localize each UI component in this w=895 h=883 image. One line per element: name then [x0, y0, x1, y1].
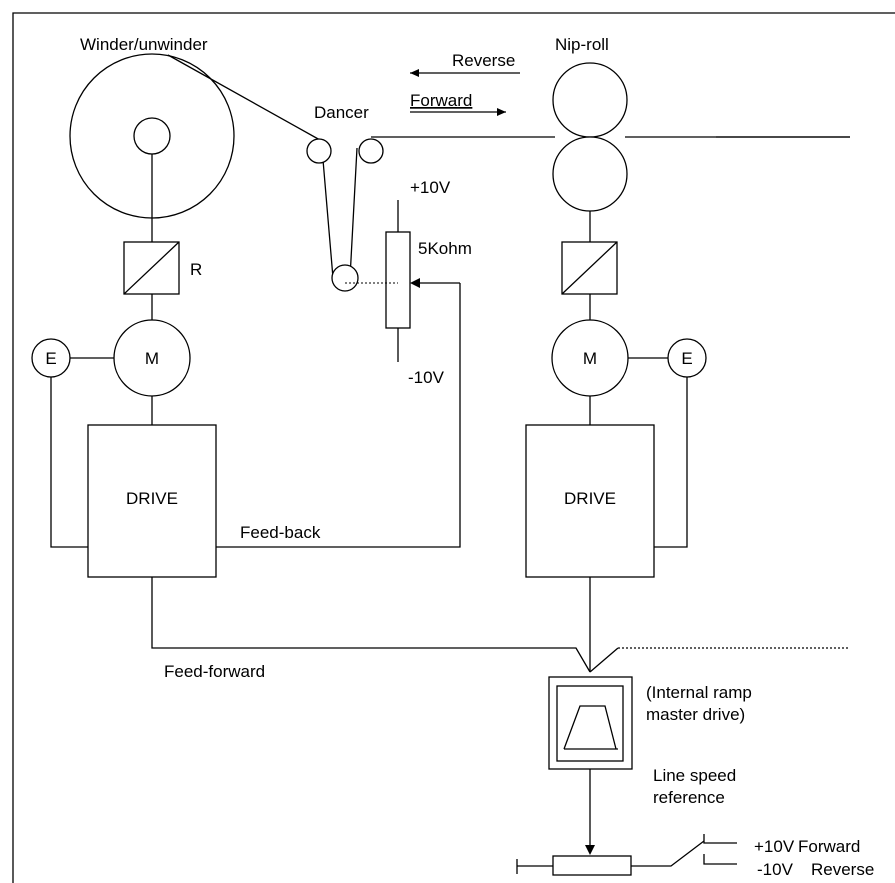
encoder-right-feedback: [654, 377, 688, 548]
gearbox-left-diagonal: [123, 241, 180, 295]
web-line: [167, 54, 850, 279]
dancer-roller: [331, 264, 359, 292]
nip-roll-label: Nip-roll: [555, 35, 609, 54]
pot-value-label: 5Kohm: [418, 239, 472, 258]
encoder-left-label: E: [45, 349, 56, 368]
pot-minus-label: -10V: [408, 368, 445, 387]
drive-left: [87, 424, 217, 578]
motor-right-label: M: [583, 349, 597, 368]
line-speed-label-line1: Line speed: [653, 766, 736, 785]
gearbox-right-diagonal: [561, 241, 618, 295]
feedback-line: [215, 283, 461, 548]
reference-potentiometer: [552, 855, 632, 876]
nip-roll-upper: [552, 62, 628, 138]
pot-plus-label: +10V: [410, 178, 451, 197]
switch-reverse-contact: [703, 854, 737, 865]
ramp-label-line1: (Internal ramp: [646, 683, 752, 702]
forward-arrow-head: [497, 108, 506, 116]
feed-back-label: Feed-back: [240, 523, 321, 542]
switch-forward-contact: [703, 834, 737, 844]
motor-left-label: M: [145, 349, 159, 368]
dancer-idler-right: [358, 138, 384, 164]
reference-switch: [631, 840, 705, 867]
dancer-idler-left: [306, 138, 332, 164]
encoder-right-label: E: [681, 349, 692, 368]
ref-minus-label: -10V: [757, 860, 794, 879]
reference-arrow-head: [585, 845, 595, 855]
drive-right-label: DRIVE: [564, 489, 616, 508]
winder-label: Winder/unwinder: [80, 35, 208, 54]
nip-roll-lower: [552, 136, 628, 212]
ref-forward-label: Forward: [798, 837, 860, 856]
gearbox-label: R: [190, 260, 202, 279]
dancer-label: Dancer: [314, 103, 369, 122]
forward-label: Forward: [410, 91, 472, 110]
reverse-arrow-head: [410, 69, 419, 77]
feed-forward-label: Feed-forward: [164, 662, 265, 681]
ramp-profile: [563, 705, 617, 750]
drive-left-label: DRIVE: [126, 489, 178, 508]
potentiometer: [385, 231, 411, 329]
ramp-screen: [556, 685, 624, 762]
wiper-arrow-head: [410, 278, 420, 288]
ramp-label-line2: master drive): [646, 705, 745, 724]
line-speed-label-line2: reference: [653, 788, 725, 807]
encoder-left-feedback: [50, 377, 88, 548]
ramp-fan-right: [589, 647, 619, 673]
ref-plus-label: +10V: [754, 837, 795, 856]
ref-reverse-label: Reverse: [811, 860, 874, 879]
winder-hub: [133, 117, 171, 155]
reverse-label: Reverse: [452, 51, 515, 70]
feed-forward-line: [151, 577, 591, 673]
drive-right: [525, 424, 655, 578]
diagram-frame: [12, 12, 895, 883]
